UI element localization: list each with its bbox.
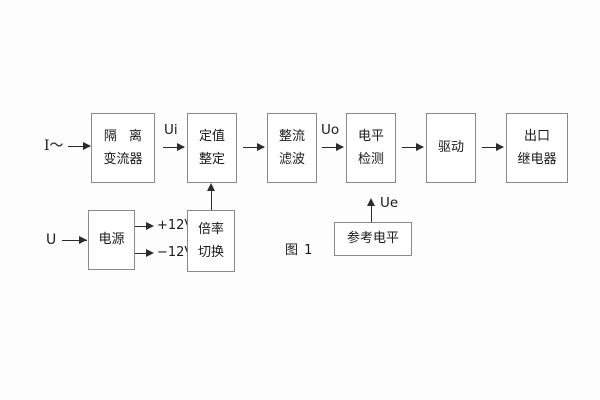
current-input-line bbox=[68, 146, 90, 147]
uo-connector-line bbox=[322, 147, 343, 148]
block-drive[interactable]: 驱动 bbox=[426, 113, 476, 183]
current-input-label: I～ bbox=[44, 138, 64, 154]
block-reference-line1: 参考电平 bbox=[346, 231, 399, 247]
rail-negative-arrowhead bbox=[146, 248, 154, 257]
leveldetect-to-drive-arrowhead bbox=[416, 142, 424, 151]
block-isolation-line2: 变流器 bbox=[103, 151, 143, 167]
drive-to-relay-line bbox=[482, 147, 503, 148]
block-multiplier-line2: 切换 bbox=[197, 244, 224, 260]
rail-negative-line bbox=[135, 253, 152, 254]
ui-arrowhead bbox=[177, 142, 185, 151]
block-rectifier-line1: 整流 bbox=[278, 128, 305, 144]
leveldetect-to-drive-line bbox=[402, 147, 423, 148]
block-level-detection[interactable]: 电平 检测 bbox=[346, 113, 396, 183]
setting-to-rectifier-arrowhead bbox=[257, 142, 265, 151]
block-level-detect-line2: 检测 bbox=[357, 151, 384, 167]
block-rectifier-line2: 滤波 bbox=[278, 151, 305, 167]
voltage-input-line bbox=[62, 240, 87, 241]
current-input-arrowhead bbox=[83, 141, 91, 150]
rail-positive-label: +12V bbox=[157, 218, 194, 233]
block-power-supply-line1: 电源 bbox=[98, 232, 125, 248]
signal-uo-label: Uo bbox=[321, 122, 340, 138]
voltage-input-label: U bbox=[46, 232, 57, 248]
block-output-relay-line1: 出口 bbox=[523, 128, 550, 144]
multiplier-to-setting-arrowhead bbox=[206, 183, 215, 191]
block-setting-adjustment[interactable]: 定值 整定 bbox=[187, 113, 237, 183]
block-output-relay[interactable]: 出口 继电器 bbox=[506, 113, 568, 183]
ui-connector-line bbox=[163, 147, 184, 148]
reference-to-leveldetect-arrowhead bbox=[366, 198, 375, 206]
signal-ui-label: Ui bbox=[164, 122, 178, 138]
multiplier-to-setting-line bbox=[211, 190, 212, 210]
block-multiplier-line1: 倍率 bbox=[197, 221, 224, 237]
setting-to-rectifier-line bbox=[243, 147, 264, 148]
drive-to-relay-arrowhead bbox=[496, 142, 504, 151]
rail-positive-arrowhead bbox=[146, 221, 154, 230]
rail-negative-label: −12V bbox=[157, 245, 194, 260]
block-level-detect-line1: 电平 bbox=[357, 128, 384, 144]
figure-caption: 图 1 bbox=[285, 243, 314, 258]
block-power-supply[interactable]: 电源 bbox=[88, 210, 135, 270]
block-output-relay-line2: 继电器 bbox=[517, 151, 557, 167]
signal-ue-label: Ue bbox=[380, 195, 399, 211]
block-drive-line1: 驱动 bbox=[437, 140, 464, 156]
reference-to-leveldetect-line bbox=[371, 205, 372, 222]
block-setting-line1: 定值 bbox=[198, 128, 225, 144]
block-rectifier-filter[interactable]: 整流 滤波 bbox=[267, 113, 317, 183]
block-multiplier-switch[interactable]: 倍率 切换 bbox=[187, 210, 235, 272]
block-isolation-line1: 隔 离 bbox=[103, 128, 147, 144]
block-reference-level[interactable]: 参考电平 bbox=[334, 222, 412, 256]
block-setting-line2: 整定 bbox=[198, 151, 225, 167]
rail-positive-line bbox=[135, 226, 152, 227]
uo-arrowhead bbox=[336, 142, 344, 151]
block-isolation-transformer[interactable]: 隔 离 变流器 bbox=[91, 113, 155, 183]
voltage-input-arrowhead bbox=[79, 235, 87, 244]
